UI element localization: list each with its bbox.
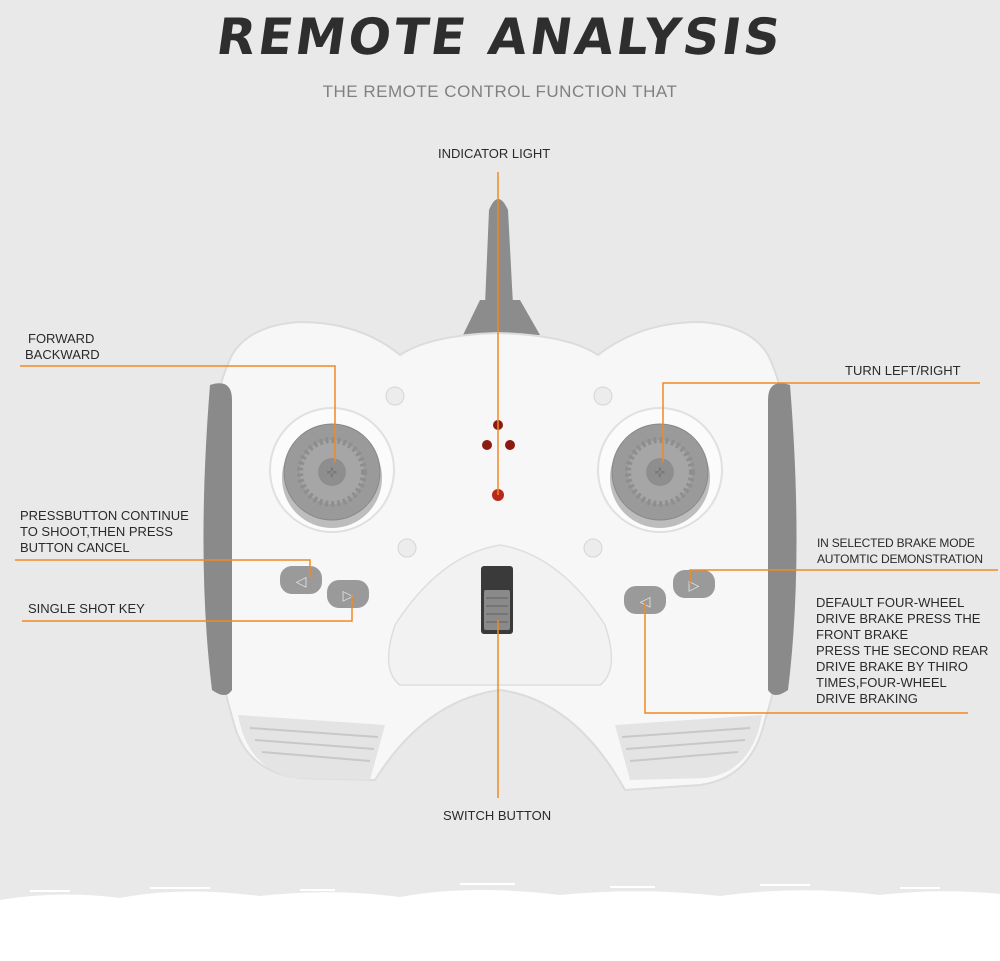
svg-text:✜: ✜	[655, 466, 666, 481]
single-shot-button[interactable]: ▷	[327, 580, 369, 608]
remote-body	[206, 320, 794, 792]
svg-text:▷: ▷	[343, 588, 354, 604]
label-turn-left-right: TURN LEFT/RIGHT	[845, 363, 961, 378]
label-brake-default: DEFAULT FOUR-WHEEL DRIVE BRAKE PRESS THE…	[816, 595, 989, 706]
svg-text:✜: ✜	[327, 466, 338, 481]
leader-continuous	[15, 559, 311, 578]
svg-text:◁: ◁	[296, 574, 307, 590]
right-grip	[768, 383, 797, 695]
switch-button[interactable]	[481, 566, 513, 634]
leader-turn	[662, 382, 980, 462]
svg-text:▷: ▷	[689, 578, 700, 594]
label-continuous-fire: PRESSBUTTON CONTINUE TO SHOOT,THEN PRESS…	[20, 508, 189, 555]
leader-forward	[20, 365, 336, 462]
leader-brake-mode	[689, 569, 998, 584]
antenna	[463, 199, 540, 335]
brake-mode-button[interactable]: ▷	[673, 570, 715, 598]
label-forward-backward: FORWARD BACKWARD	[25, 331, 100, 362]
page-subtitle: THE REMOTE CONTROL FUNCTION THAT	[322, 82, 678, 101]
left-grip	[203, 383, 232, 695]
left-joystick[interactable]: ✜	[269, 407, 395, 533]
label-brake-mode: IN SELECTED BRAKE MODE AUTOMTIC DEMONSTR…	[817, 536, 983, 566]
leader-brake-default	[644, 602, 968, 714]
label-single-shot: SINGLE SHOT KEY	[28, 601, 145, 616]
continuous-fire-button[interactable]: ◁	[280, 566, 322, 594]
leader-single	[22, 595, 353, 622]
ground-brush-edge	[0, 883, 1000, 918]
label-indicator-light: INDICATOR LIGHT	[438, 146, 551, 161]
label-switch-button: SWITCH BUTTON	[443, 808, 552, 823]
right-joystick[interactable]: ✜	[597, 407, 723, 533]
